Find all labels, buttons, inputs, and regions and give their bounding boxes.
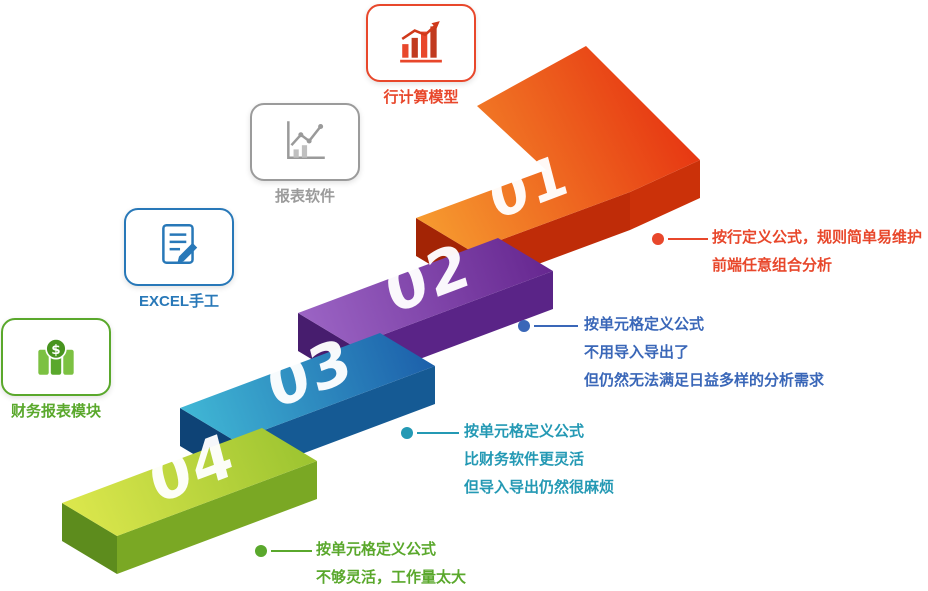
arrow-underside bbox=[630, 160, 700, 230]
icon-box-02 bbox=[250, 103, 360, 181]
note-lead-03 bbox=[417, 432, 459, 434]
icon-card-03: EXCEL手工 bbox=[124, 208, 234, 311]
note-01-line-1: 按行定义公式，规则简单易维护 bbox=[712, 229, 923, 246]
step-04-end-cap bbox=[62, 503, 117, 574]
note-02-line-1: 按单元格定义公式 bbox=[584, 316, 705, 333]
money-icon: $ bbox=[30, 331, 82, 384]
icon-card-02: 报表软件 bbox=[250, 103, 360, 206]
step-02-top-face bbox=[298, 238, 553, 346]
note-01: 按行定义公式，规则简单易维护 前端任意组合分析 bbox=[712, 224, 922, 280]
note-dot-03 bbox=[401, 427, 413, 439]
document-edit-icon bbox=[154, 221, 204, 274]
note-dot-02 bbox=[518, 320, 530, 332]
icon-box-04: $ bbox=[1, 318, 111, 396]
icon-label-01: 行计算模型 bbox=[383, 89, 459, 106]
icon-box-01 bbox=[366, 4, 476, 82]
note-02-line-2: 不用导入导出了 bbox=[584, 344, 690, 361]
note-03-line-1: 按单元格定义公式 bbox=[464, 423, 585, 440]
step-04-top-face bbox=[62, 428, 317, 536]
note-04-line-2: 不够灵活，工作量太大 bbox=[316, 569, 467, 586]
icon-card-04: $ 财务报表模块 bbox=[1, 318, 111, 421]
note-lead-01 bbox=[668, 238, 708, 240]
icon-box-03 bbox=[124, 208, 234, 286]
note-dot-01 bbox=[652, 233, 664, 245]
icon-label-04: 财务报表模块 bbox=[10, 403, 101, 420]
step-04-slab: 04 bbox=[62, 420, 317, 574]
note-04-line-1: 按单元格定义公式 bbox=[316, 541, 437, 558]
icon-label-03: EXCEL手工 bbox=[138, 293, 219, 310]
note-dot-04 bbox=[255, 545, 267, 557]
icon-card-01: 行计算模型 bbox=[366, 4, 476, 107]
note-02-line-3: 但仍然无法满足日益多样的分析需求 bbox=[584, 372, 825, 389]
note-lead-02 bbox=[534, 325, 578, 327]
note-02: 按单元格定义公式 不用导入导出了 但仍然无法满足日益多样的分析需求 bbox=[584, 311, 824, 395]
icon-label-02: 报表软件 bbox=[274, 188, 335, 205]
note-03-line-3: 但导入导出仍然很麻烦 bbox=[464, 479, 615, 496]
note-01-line-2: 前端任意组合分析 bbox=[712, 257, 833, 274]
step-03-top-face bbox=[180, 333, 435, 441]
bar-chart-icon bbox=[395, 17, 447, 70]
step-04-front-face bbox=[117, 461, 317, 574]
note-lead-04 bbox=[271, 550, 312, 552]
line-chart-icon bbox=[280, 116, 330, 169]
svg-text:$: $ bbox=[51, 341, 60, 357]
note-03: 按单元格定义公式 比财务软件更灵活 但导入导出仍然很麻烦 bbox=[464, 418, 614, 502]
note-03-line-2: 比财务软件更灵活 bbox=[464, 451, 585, 468]
arrow-top-face bbox=[416, 46, 700, 251]
note-04: 按单元格定义公式 不够灵活，工作量太大 bbox=[316, 536, 466, 591]
